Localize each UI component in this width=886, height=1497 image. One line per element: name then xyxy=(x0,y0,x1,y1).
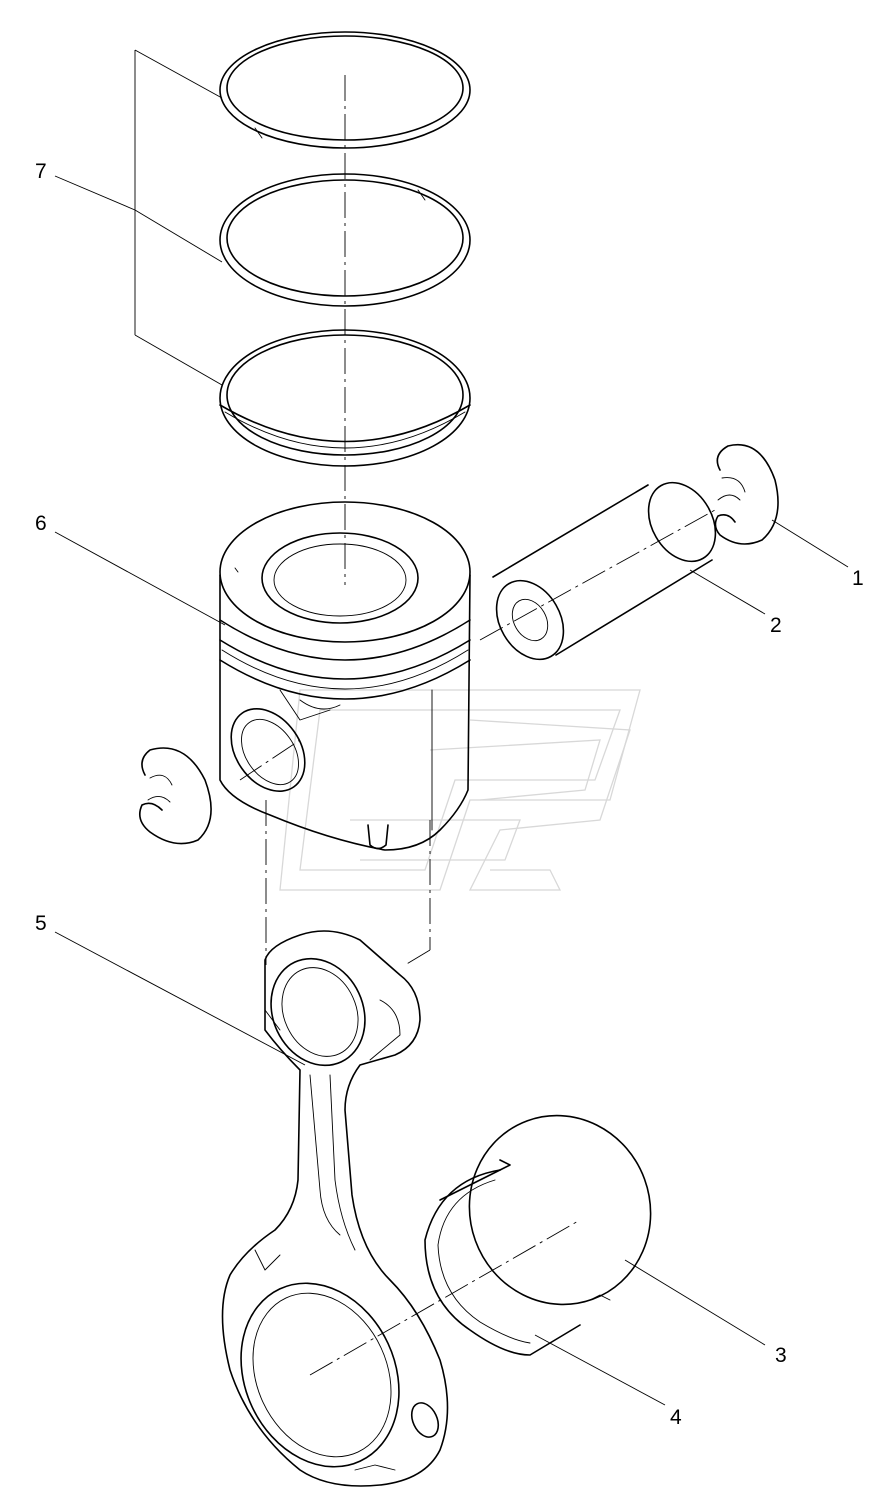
circlip-left xyxy=(139,747,212,845)
piston-ring-top xyxy=(219,31,471,149)
callout-5: 5 xyxy=(35,912,47,935)
centerlines xyxy=(239,75,716,1376)
piston-ring-oil xyxy=(219,329,471,467)
callout-1: 1 xyxy=(852,567,864,590)
circlip-right xyxy=(714,444,779,545)
callout-3: 3 xyxy=(775,1344,787,1367)
callout-6: 6 xyxy=(35,512,47,535)
callout-4: 4 xyxy=(670,1406,682,1429)
connecting-rod xyxy=(221,930,449,1487)
watermark-logo xyxy=(279,689,641,891)
piston-pin xyxy=(492,481,717,661)
callout-7: 7 xyxy=(35,160,47,183)
bearing-shell-upper xyxy=(468,1114,652,1306)
bearing-shell-lower xyxy=(424,1169,581,1356)
piston-ring-middle xyxy=(219,173,471,307)
leader-lines xyxy=(54,49,849,1406)
callout-labels: 1 2 3 4 5 6 7 xyxy=(35,160,864,1429)
piston xyxy=(219,501,471,851)
callout-2: 2 xyxy=(770,614,782,637)
